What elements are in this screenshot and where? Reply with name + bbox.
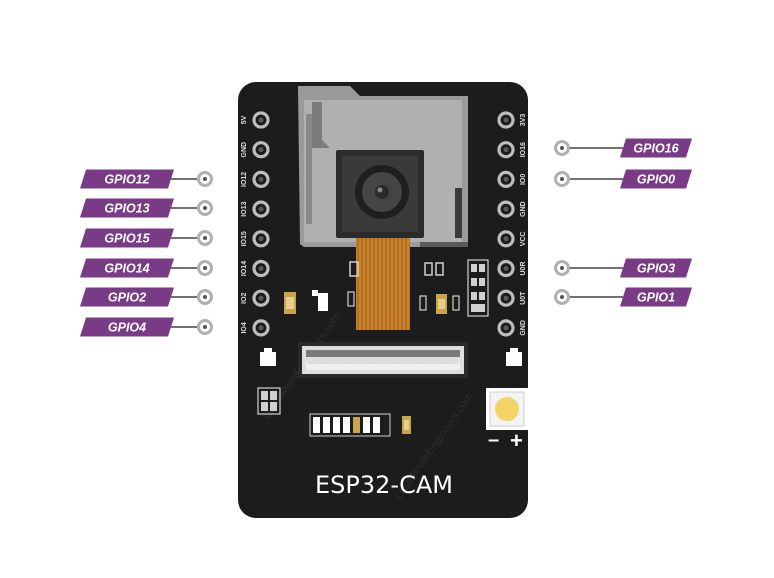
gpio-label-tag (80, 228, 174, 248)
right-pin-2: IO16 (497, 141, 527, 159)
gpio-label-tag (620, 258, 692, 278)
gpio-label-tag (620, 138, 692, 158)
left-pin-label: IO15 (241, 231, 248, 246)
flash-led (486, 388, 528, 430)
right-pin-label: U0R (520, 261, 527, 275)
gpio-callout-gpio14: GPIO14 (80, 258, 213, 278)
gpio-label-tag (620, 287, 692, 307)
gpio-callout-gpio12: GPIO12 (80, 169, 213, 189)
gpio-callout-gpio16: GPIO16 (554, 138, 692, 158)
right-pin-label: IO16 (520, 142, 527, 157)
right-pin-5: VCC (497, 230, 527, 248)
smd-components (257, 259, 522, 437)
left-pin-label: IO13 (241, 201, 248, 216)
right-pin-label: GND (520, 201, 527, 217)
gpio-label-text: GPIO2 (108, 291, 146, 305)
gpio-callout-gpio15: GPIO15 (80, 228, 213, 248)
fpc-connector (298, 342, 468, 378)
left-pin-8: IO4 (241, 319, 270, 337)
gpio-label-tag (80, 287, 174, 307)
gpio-label-text: GPIO14 (104, 262, 149, 276)
right-pin-4: GND (497, 200, 527, 218)
right-pin-label: U0T (520, 291, 527, 305)
left-pin-label: 5V (241, 115, 248, 124)
left-pin-6: IO14 (241, 259, 270, 278)
left-pin-label: IO12 (241, 172, 248, 187)
gpio-callout-gpio13: GPIO13 (80, 198, 213, 218)
left-pin-4: IO13 (241, 200, 270, 218)
camera-ribbon-cable (356, 238, 410, 330)
left-pin-label: IO2 (241, 292, 248, 303)
right-pin-3: IO0 (497, 170, 527, 188)
camera-module (336, 150, 424, 238)
right-pin-1: 3V3 (497, 111, 527, 129)
gpio-callout-gpio2: GPIO2 (80, 287, 213, 307)
right-pin-7: U0T (497, 289, 527, 307)
left-pin-5: IO15 (241, 230, 270, 248)
right-pin-label: GND (520, 320, 527, 336)
left-pin-7: IO2 (241, 289, 270, 307)
gpio-label-text: GPIO4 (108, 321, 146, 335)
left-pin-3: IO12 (241, 170, 270, 188)
right-pin-label: VCC (520, 231, 527, 246)
right-pin-8: GND (497, 319, 527, 337)
left-pin-label: GND (241, 142, 248, 158)
left-pin-2: GND (241, 141, 270, 159)
gpio-callout-gpio0: GPIO0 (554, 169, 692, 189)
polarity-minus: – (488, 429, 499, 451)
right-pin-6: U0R (497, 259, 527, 278)
gpio-label-text: GPIO15 (104, 232, 150, 246)
gpio-label-text: GPIO13 (104, 202, 149, 216)
gpio-label-text: GPIO16 (633, 142, 679, 156)
gpio-label-tag (80, 198, 174, 218)
gpio-label-text: GPIO0 (637, 173, 675, 187)
right-pin-label: IO0 (520, 174, 527, 185)
left-pin-1: 5V (241, 111, 270, 129)
board-title: ESP32-CAM (315, 471, 453, 499)
gpio-label-tag (80, 169, 174, 189)
gpio-label-tag (80, 317, 174, 337)
polarity-plus: + (510, 428, 523, 453)
gpio-callout-gpio3: GPIO3 (554, 258, 692, 278)
gpio-callout-gpio4: GPIO4 (80, 317, 213, 337)
right-pin-label: 3V3 (520, 114, 527, 127)
gpio-label-text: GPIO3 (637, 262, 675, 276)
gpio-label-tag (80, 258, 174, 278)
gpio-label-text: GPIO1 (637, 291, 675, 305)
gpio-label-text: GPIO12 (104, 173, 149, 187)
gpio-callout-gpio1: GPIO1 (554, 287, 692, 307)
gpio-label-tag (620, 169, 692, 189)
left-pin-label: IO14 (241, 261, 248, 276)
left-pin-label: IO4 (241, 322, 248, 333)
